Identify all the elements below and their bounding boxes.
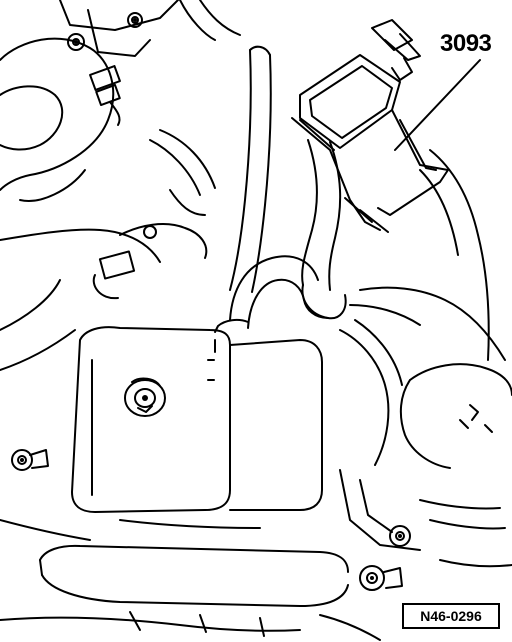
top-mounting-bracket: [59, 0, 241, 57]
sensor-connector: [89, 65, 121, 126]
ink-accents: [20, 18, 402, 580]
coolant-expansion-tank: [71, 318, 323, 513]
lower-right-assembly: [339, 469, 512, 568]
hose-clamp-tool-3093: [291, 19, 449, 233]
coolant-hose: [229, 139, 347, 329]
lower-sump: [0, 519, 349, 607]
upper-left-engine-housing: [0, 37, 161, 371]
callout-leader-line: [394, 59, 481, 151]
wiring-harness: [92, 129, 216, 300]
callout-label-tool-number: 3093: [440, 30, 492, 57]
bottom-frame-lines: [0, 611, 381, 641]
right-engine-block: [339, 149, 512, 469]
tank-mounting-bolt: [11, 449, 49, 471]
central-pipe: [229, 45, 272, 293]
drain-plug: [359, 565, 403, 591]
reference-code-box: N46-0296: [402, 603, 500, 629]
